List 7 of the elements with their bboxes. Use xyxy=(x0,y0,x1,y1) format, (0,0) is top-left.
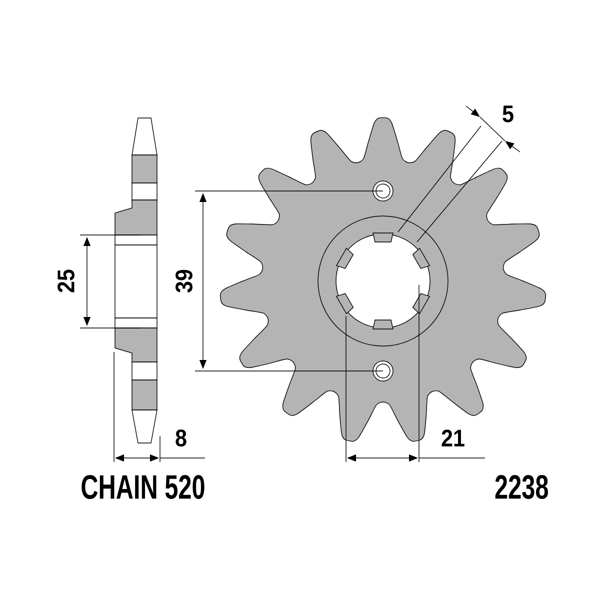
part-number-label: 2238 xyxy=(495,474,548,500)
dimension-label: 5 xyxy=(502,106,514,122)
dimension-label: 21 xyxy=(442,430,464,446)
dimension-label: 25 xyxy=(58,270,74,292)
dimension-label: 8 xyxy=(176,430,186,446)
chain-size-label: CHAIN 520 xyxy=(82,475,204,499)
dimension-label: 39 xyxy=(176,270,192,292)
